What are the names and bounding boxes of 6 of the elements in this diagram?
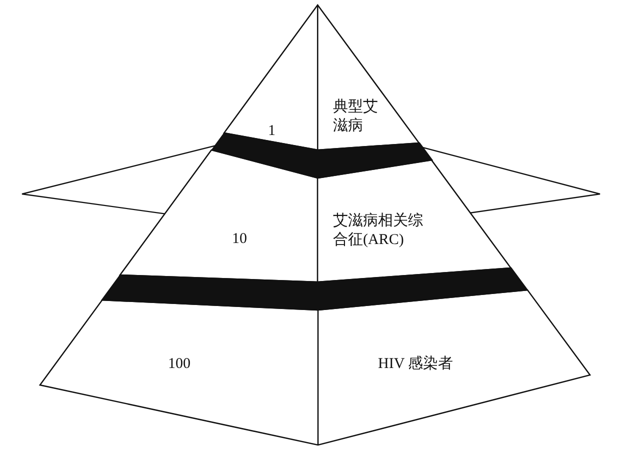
- tier-number: 10: [232, 230, 248, 249]
- tier-number: 1: [268, 122, 276, 141]
- tier-label: 典型艾滋病: [332, 98, 379, 136]
- tier-label: HIV 感染者: [378, 355, 454, 374]
- tier-number: 100: [168, 355, 192, 374]
- tier-label: 艾滋病相关综合征(ARC): [332, 212, 423, 250]
